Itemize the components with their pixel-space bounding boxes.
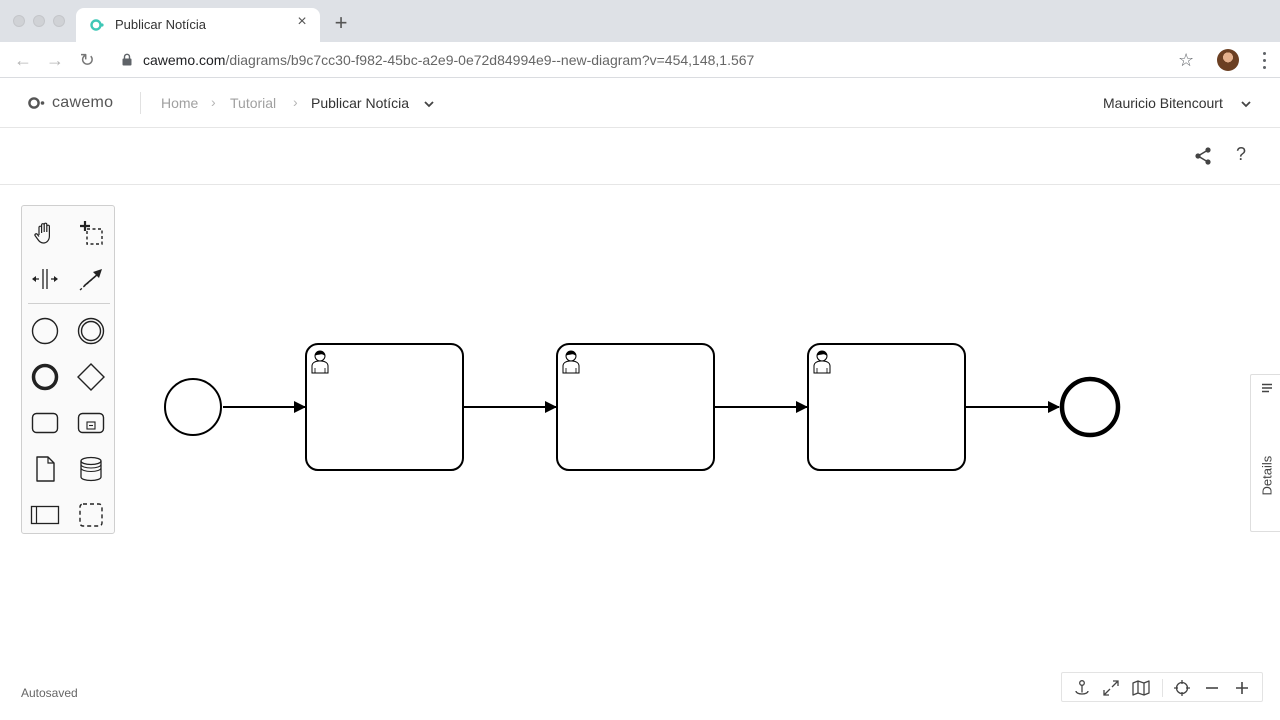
forward-button[interactable]: →: [46, 50, 64, 70]
start-event-icon[interactable]: [30, 316, 60, 346]
window-zoom-dot[interactable]: [53, 15, 65, 27]
zoom-in-icon[interactable]: [1232, 678, 1252, 698]
global-connect-tool-icon[interactable]: [76, 264, 106, 294]
canvas-controls: [1061, 672, 1263, 702]
lasso-tool-icon[interactable]: [76, 218, 106, 248]
group-icon[interactable]: [76, 500, 106, 530]
end-event-icon[interactable]: [30, 362, 60, 392]
task-icon[interactable]: [30, 408, 60, 438]
gateway-icon[interactable]: [76, 362, 106, 392]
details-label: Details: [1259, 455, 1275, 496]
breadcrumb-project[interactable]: Tutorial: [230, 95, 277, 111]
breadcrumb-home[interactable]: Home: [161, 95, 199, 111]
chevron-down-icon[interactable]: [423, 98, 435, 110]
fullscreen-icon[interactable]: [1101, 678, 1121, 698]
breadcrumb-separator: ›: [293, 94, 298, 110]
url-host: cawemo.com: [143, 52, 226, 68]
bookmark-star-icon[interactable]: ☆: [1178, 50, 1195, 70]
hand-tool-icon[interactable]: [30, 218, 60, 248]
details-panel-toggle[interactable]: Details: [1250, 374, 1280, 532]
list-icon: [1262, 383, 1272, 393]
cawemo-favicon-icon: [90, 19, 104, 31]
participant-icon[interactable]: [30, 500, 60, 530]
header-divider: [140, 92, 141, 114]
url-path: /diagrams/b9c7cc30-f982-45bc-a2e9-0e72d8…: [225, 52, 755, 68]
center-icon[interactable]: [1172, 678, 1192, 698]
end-event[interactable]: [1059, 376, 1121, 438]
controls-separator: [1162, 679, 1163, 697]
browser-tab[interactable]: Publicar Notícia ×: [76, 8, 320, 42]
url-text: cawemo.com/diagrams/b9c7cc30-f982-45bc-a…: [143, 52, 754, 68]
data-object-icon[interactable]: [30, 454, 60, 484]
new-tab-button[interactable]: +: [334, 10, 348, 35]
browser-menu-icon[interactable]: [1256, 48, 1272, 72]
tab-strip: Publicar Notícia × +: [0, 0, 1280, 42]
diagram-canvas[interactable]: [0, 185, 1280, 720]
profile-avatar[interactable]: [1217, 49, 1239, 71]
back-button[interactable]: ←: [14, 50, 32, 70]
browser-toolbar: ← → ↻ cawemo.com/diagrams/b9c7cc30-f982-…: [0, 42, 1280, 78]
user-chevron-down-icon[interactable]: [1240, 98, 1252, 110]
user-task[interactable]: [556, 343, 715, 471]
tab-close-button[interactable]: ×: [297, 13, 307, 30]
help-button[interactable]: ?: [1236, 144, 1247, 164]
window-minimize-dot[interactable]: [33, 15, 45, 27]
user-task[interactable]: [305, 343, 464, 471]
user-task[interactable]: [807, 343, 966, 471]
app-header: cawemo Home › Tutorial › Publicar Notíci…: [0, 79, 1280, 128]
share-icon[interactable]: [1193, 146, 1213, 166]
palette-separator: [28, 303, 110, 304]
breadcrumb-separator: ›: [211, 94, 216, 110]
breadcrumb-current-diagram: Publicar Notícia: [311, 95, 410, 111]
autosave-status: Autosaved: [21, 686, 78, 700]
tab-title: Publicar Notícia: [115, 17, 207, 32]
subprocess-icon[interactable]: [76, 408, 106, 438]
data-store-icon[interactable]: [76, 454, 106, 484]
cawemo-logo[interactable]: cawemo: [28, 93, 113, 113]
minimap-icon[interactable]: [1131, 678, 1151, 698]
reload-button[interactable]: ↻: [79, 50, 95, 70]
address-bar[interactable]: cawemo.com/diagrams/b9c7cc30-f982-45bc-a…: [108, 46, 1208, 74]
space-tool-icon[interactable]: [30, 264, 60, 294]
logo-text: cawemo: [52, 94, 114, 111]
bpmn-palette: [21, 205, 115, 534]
window-close-dot[interactable]: [13, 15, 25, 27]
start-event[interactable]: [164, 378, 222, 436]
user-menu[interactable]: Mauricio Bitencourt: [1103, 95, 1223, 111]
cawemo-logo-icon: [28, 97, 45, 109]
zoom-out-icon[interactable]: [1202, 678, 1222, 698]
reset-icon[interactable]: [1072, 678, 1092, 698]
diagram-toolbar: ?: [0, 128, 1280, 185]
lock-icon: [122, 53, 132, 66]
intermediate-event-icon[interactable]: [76, 316, 106, 346]
